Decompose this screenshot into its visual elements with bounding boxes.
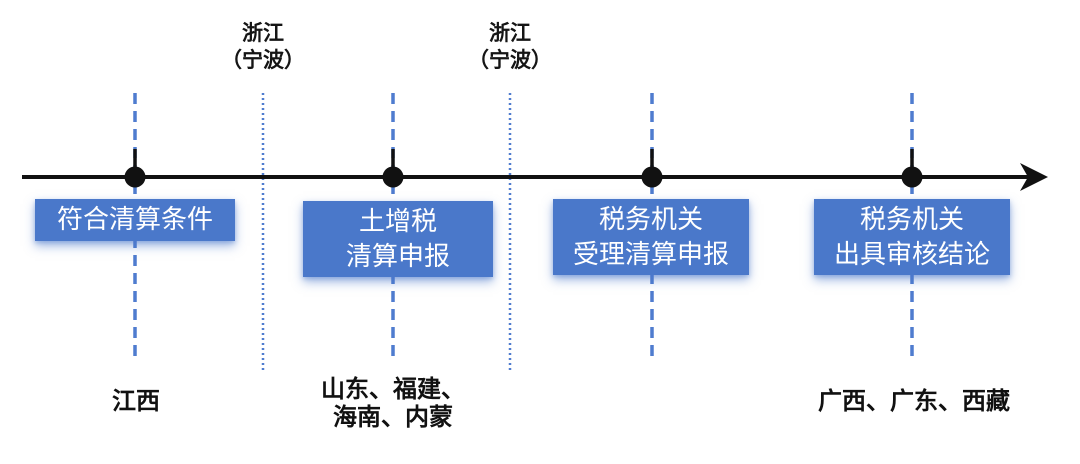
top-label-line1: 浙江 <box>242 21 284 45</box>
province-note-line: 江西 <box>112 389 160 415</box>
milestone-box-meets-liquidation-conditions: 符合清算条件 <box>35 199 235 241</box>
top-label-zhejiang-ningbo-1: 浙江 （宁波） <box>183 20 343 74</box>
top-label-line2: （宁波） <box>468 48 552 72</box>
milestone-dot-1 <box>124 166 146 188</box>
milestone-dot-3 <box>641 166 663 188</box>
province-note-guangxi-guangdong-xizang: 广西、广东、西藏 <box>784 388 1044 416</box>
milestone-dot-2 <box>382 166 404 188</box>
milestone-box-label-line2: 受理清算申报 <box>572 240 729 269</box>
milestone-box-label-line1: 税务机关 <box>598 205 703 234</box>
milestone-box-authority-accepts-filing: 税务机关 受理清算申报 <box>553 199 749 275</box>
province-note-line2: 海南、内蒙 <box>333 405 453 431</box>
milestone-box-label-line1: 税务机关 <box>859 205 964 234</box>
milestone-box-authority-issues-conclusion: 税务机关 出具审核结论 <box>814 199 1010 275</box>
province-note-line1: 山东、福建、 <box>321 377 465 403</box>
province-note-line: 广西、广东、西藏 <box>818 389 1010 415</box>
top-label-zhejiang-ningbo-2: 浙江 （宁波） <box>430 20 590 74</box>
province-note-shandong-fujian-hainan-neimeng: 山东、福建、 海南、内蒙 <box>283 376 503 432</box>
milestone-box-label-line1: 土增税 <box>358 207 437 236</box>
milestone-dot-4 <box>901 166 923 188</box>
province-note-jiangxi: 江西 <box>56 388 216 416</box>
axis-arrowhead-icon <box>1020 163 1048 191</box>
top-label-line2: （宁波） <box>221 48 305 72</box>
top-label-line1: 浙江 <box>489 21 531 45</box>
milestone-box-label-line2: 出具审核结论 <box>833 240 990 269</box>
milestone-box-label-line2: 清算申报 <box>345 242 450 271</box>
milestone-box-land-vat-liquidation-filing: 土增税 清算申报 <box>303 201 493 277</box>
milestone-box-label: 符合清算条件 <box>56 205 213 234</box>
